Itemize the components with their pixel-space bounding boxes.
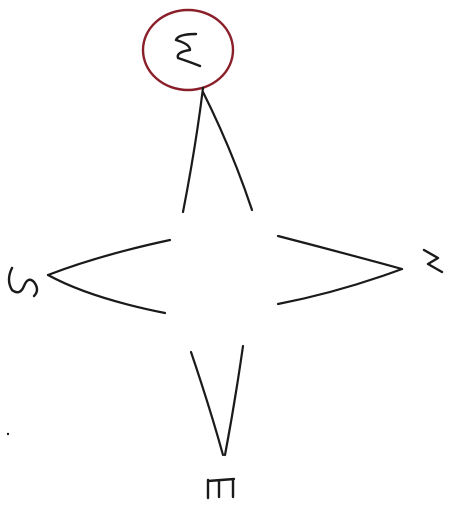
- top-label-glyph-w: [174, 32, 202, 68]
- stray-dot: [6, 432, 10, 436]
- bottom-point-left-edge: [189, 350, 225, 457]
- bottom-point-right-edge: [223, 344, 245, 457]
- top-point: [181, 86, 254, 214]
- top-point-right-edge: [201, 90, 254, 212]
- bottom-label-group: E: [0, 0, 236, 500]
- bottom-label-text: E: [0, 0, 10, 4]
- top-label-circle: [141, 8, 235, 92]
- right-point-top-edge: [276, 234, 404, 271]
- right-label-group: N: [0, 0, 444, 274]
- left-point: [46, 238, 172, 315]
- right-label-text: N: [0, 0, 12, 4]
- left-label-text: S: [0, 0, 10, 4]
- bottom-label-glyph-e: [206, 477, 236, 500]
- left-point-bottom-edge: [46, 273, 167, 315]
- right-point: [276, 234, 404, 306]
- top-label-text: W: [0, 0, 16, 4]
- left-label-group: S: [0, 0, 39, 298]
- bottom-point: [189, 344, 245, 457]
- left-point-top-edge: [46, 238, 172, 277]
- top-point-left-edge: [181, 86, 205, 214]
- right-point-bottom-edge: [276, 267, 404, 306]
- top-label-group: W: [0, 0, 235, 92]
- left-label-glyph-s: [7, 266, 39, 298]
- right-label-glyph-n: [422, 248, 444, 274]
